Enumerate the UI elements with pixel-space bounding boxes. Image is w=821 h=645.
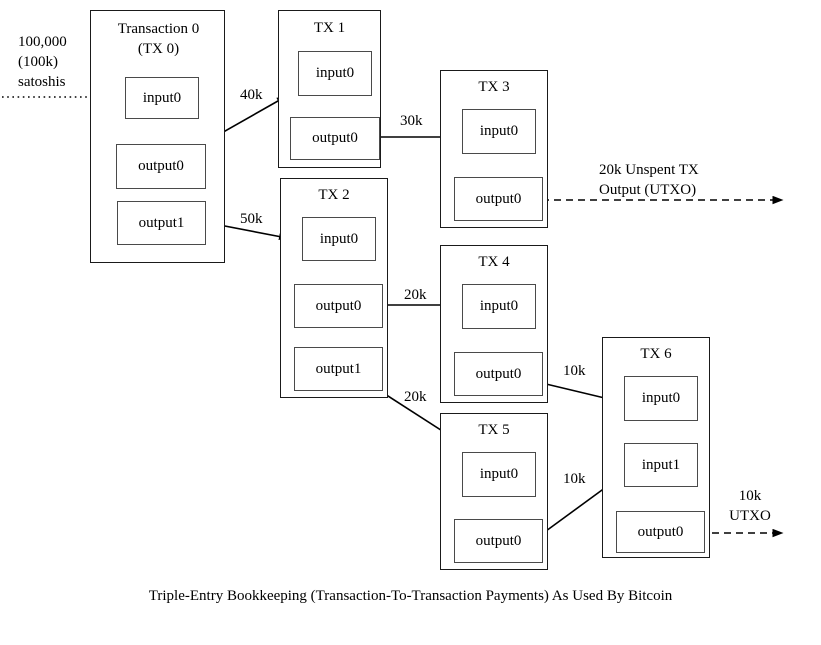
transaction-box-tx2[interactable]: TX 2 input0 output0 output1	[280, 178, 388, 398]
tx1-input0[interactable]: input0	[298, 51, 372, 96]
tx0-input0[interactable]: input0	[125, 77, 199, 119]
tx1-output0[interactable]: output0	[290, 117, 380, 160]
tx3-input0[interactable]: input0	[462, 109, 536, 154]
tx6-input1[interactable]: input1	[624, 443, 698, 487]
tx6-input0[interactable]: input0	[624, 376, 698, 421]
transaction-box-tx4[interactable]: TX 4 input0 output0	[440, 245, 548, 403]
tx2-input0[interactable]: input0	[302, 217, 376, 261]
tx0-output0[interactable]: output0	[116, 144, 206, 189]
source-amount-label: 100,000 (100k) satoshis	[18, 34, 67, 90]
flow-label-30k: 30k	[400, 113, 423, 129]
flow-label-10k-tx6-input0: 10k	[563, 363, 586, 379]
tx2-output0[interactable]: output0	[294, 284, 383, 328]
tx6-title: TX 6	[640, 346, 672, 362]
tx3-output0[interactable]: output0	[454, 177, 543, 221]
tx4-input0[interactable]: input0	[462, 284, 536, 329]
flow-label-40k: 40k	[240, 87, 263, 103]
transaction-box-tx1[interactable]: TX 1 input0 output0	[278, 10, 381, 168]
tx4-output0[interactable]: output0	[454, 352, 543, 396]
tx6-output0[interactable]: output0	[616, 511, 705, 553]
tx1-title: TX 1	[313, 20, 346, 36]
tx5-title: TX 5	[478, 422, 510, 438]
tx5-output0[interactable]: output0	[454, 519, 543, 563]
tx2-output1[interactable]: output1	[294, 347, 383, 391]
tx5-input0[interactable]: input0	[462, 452, 536, 497]
tx0-output1[interactable]: output1	[117, 201, 206, 245]
transaction-box-tx6[interactable]: TX 6 input0 input1 output0	[602, 337, 710, 558]
tx4-title: TX 4	[478, 254, 510, 270]
tx3-title: TX 3	[478, 79, 510, 95]
flow-label-50k: 50k	[240, 211, 263, 227]
flow-label-20k-tx5: 20k	[404, 389, 427, 405]
flow-label-20k-tx4: 20k	[404, 287, 427, 303]
diagram-caption: Triple-Entry Bookkeeping (Transaction-To…	[148, 588, 673, 604]
utxo-note-bottom: 10k UTXO	[729, 488, 771, 524]
transaction-box-tx0[interactable]: Transaction 0 (TX 0) input0 output0 outp…	[90, 10, 225, 263]
transaction-box-tx3[interactable]: TX 3 input0 output0	[440, 70, 548, 228]
flow-label-10k-tx6-input1: 10k	[563, 471, 586, 487]
tx2-title: TX 2	[318, 187, 350, 203]
transaction-box-tx5[interactable]: TX 5 input0 output0	[440, 413, 548, 570]
utxo-note-top: 20k Unspent TX Output (UTXO)	[599, 162, 699, 198]
tx0-title: Transaction 0 (TX 0)	[117, 21, 200, 57]
